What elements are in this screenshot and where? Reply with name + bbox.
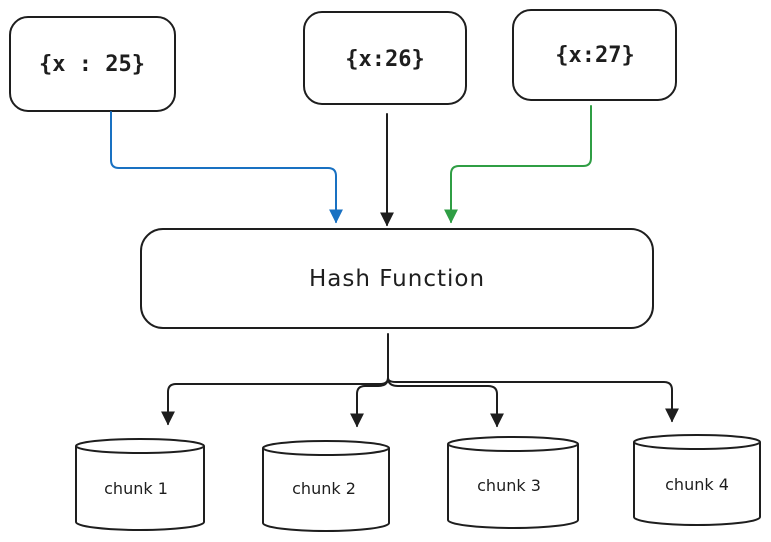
chunk-node-1: chunk 1 <box>75 438 205 531</box>
chunk-node-2-label: chunk 2 <box>292 479 356 498</box>
edge-input-3-to-hash <box>444 105 592 224</box>
hash-output-edges <box>161 333 679 428</box>
input-node-3-label: {x:27} <box>555 43 634 68</box>
input-node-2-label: {x:26} <box>345 47 424 72</box>
edge-hash-to-chunk-1 <box>161 377 389 426</box>
edge-hash-to-chunk-4 <box>387 377 679 423</box>
edge-input-1-to-hash <box>110 111 343 224</box>
edge-hash-to-chunk-2 <box>350 377 389 428</box>
input-node-2: {x:26} <box>303 11 467 105</box>
chunk-node-1-label: chunk 1 <box>104 479 168 498</box>
hash-function-label: Hash Function <box>309 266 485 292</box>
chunk-node-2: chunk 2 <box>262 440 390 532</box>
chunk-node-3: chunk 3 <box>447 436 579 529</box>
input-node-1: {x : 25} <box>9 16 176 112</box>
input-node-3: {x:27} <box>512 9 677 101</box>
chunk-node-3-label: chunk 3 <box>477 476 541 495</box>
chunk-node-4: chunk 4 <box>633 434 761 526</box>
hash-function-node: Hash Function <box>140 228 654 329</box>
input-node-1-label: {x : 25} <box>39 52 145 77</box>
chunk-node-4-label: chunk 4 <box>665 475 729 494</box>
edge-hash-to-chunk-3 <box>387 377 504 428</box>
